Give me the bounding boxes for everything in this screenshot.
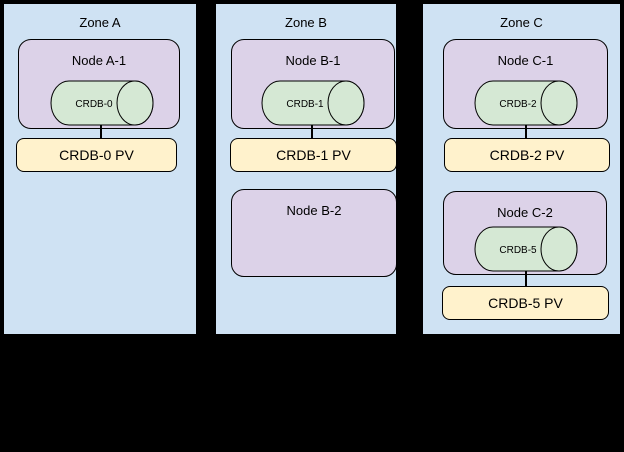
node-b-1-label: Node B-1 xyxy=(285,53,341,68)
zone-b: Zone B Node B-1 CRDB-1 CRDB-1 PV Node B-… xyxy=(214,2,398,336)
node-a-1: Node A-1 CRDB-0 xyxy=(18,39,180,129)
node-b-1: Node B-1 CRDB-1 xyxy=(231,39,395,129)
crdb-1-connector-line xyxy=(311,125,313,138)
node-c-1: Node C-1 CRDB-2 xyxy=(443,39,608,129)
crdb-2-connector-line xyxy=(525,125,527,138)
zone-a-title: Zone A xyxy=(79,15,121,30)
crdb-2-cylinder: CRDB-2 xyxy=(474,80,578,126)
node-a-1-label: Node A-1 xyxy=(71,53,127,68)
crdb-5-cylinder: CRDB-5 xyxy=(474,226,578,272)
node-b-2-label: Node B-2 xyxy=(286,203,342,218)
crdb-1-label: CRDB-1 xyxy=(286,99,324,110)
crdb-2-pv-label: CRDB-2 PV xyxy=(489,147,565,163)
crdb-2-label: CRDB-2 xyxy=(499,99,537,110)
zone-b-title: Zone B xyxy=(285,15,327,30)
node-c-1-label: Node C-1 xyxy=(497,53,554,68)
crdb-0-cylinder: CRDB-0 xyxy=(50,80,154,126)
crdb-1-cylinder: CRDB-1 xyxy=(261,80,365,126)
crdb-0-pv-label: CRDB-0 PV xyxy=(59,147,134,163)
zone-c: Zone C Node C-1 CRDB-2 CRDB-2 PV Node C-… xyxy=(421,2,622,336)
crdb-0-label: CRDB-0 xyxy=(75,99,113,110)
crdb-5-label: CRDB-5 xyxy=(499,245,537,256)
node-c-2: Node C-2 CRDB-5 xyxy=(443,191,607,275)
zone-a: Zone A Node A-1 CRDB-0 CRDB-0 PV xyxy=(2,2,198,336)
crdb-1-pv-label: CRDB-1 PV xyxy=(276,147,351,163)
node-b-2: Node B-2 xyxy=(231,189,397,277)
crdb-1-pv: CRDB-1 PV xyxy=(230,138,397,172)
crdb-5-connector-line xyxy=(525,271,527,286)
zone-c-title: Zone C xyxy=(500,15,543,30)
crdb-5-pv: CRDB-5 PV xyxy=(442,286,609,320)
crdb-0-connector-line xyxy=(100,125,102,138)
crdb-2-pv: CRDB-2 PV xyxy=(444,138,610,172)
crdb-5-pv-label: CRDB-5 PV xyxy=(488,295,563,311)
crdb-0-pv: CRDB-0 PV xyxy=(16,138,177,172)
node-c-2-label: Node C-2 xyxy=(497,205,553,220)
